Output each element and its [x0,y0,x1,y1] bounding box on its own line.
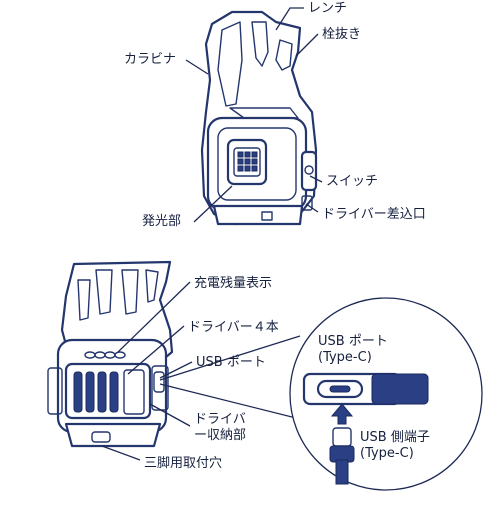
frame-inner [229,107,299,119]
label-charge-indicator: 充電残量表示 [194,276,273,291]
charge-indicator-dots [84,351,126,359]
bottom-device [47,260,174,448]
label-tripod-hole: 三脚用取付穴 [144,456,223,471]
bottom-base [212,204,304,226]
carabiner-slot [217,21,243,107]
side-switch [300,150,318,192]
label-carabiner: カラビナ [124,52,177,67]
label-light: 発光部 [142,214,182,229]
driver-slot [301,195,313,211]
led-grid [237,151,258,172]
tripod-hole [91,431,111,443]
label-usb-port: USB ポート [196,355,266,370]
label-driver-storage: ドライバー収納部 [194,412,247,443]
label-wrench: レンチ [308,1,348,16]
plug-cable [335,459,349,485]
wrench-slot [251,21,269,67]
usb-port-side [153,371,165,393]
callout-port-title: USB ポート (Type-C) [318,334,388,365]
callout-connector-label: USB 側端子 (Type-C) [360,430,430,461]
label-driver-slot: ドライバー差込口 [322,207,426,222]
bottle-opener-notch [275,39,293,71]
bottom-leader-lines [101,281,193,461]
usb-callout [159,297,483,491]
label-switch: スイッチ [326,174,379,189]
light-module-inner [217,127,297,201]
label-bottle-opener: 栓抜き [322,27,362,42]
insert-arrow [330,403,354,425]
light-lens-inner [233,147,261,177]
label-drivers: ドライバー４本 [188,320,279,335]
bottom-base-plate [64,422,162,448]
callout-device-body [371,373,429,405]
top-leader-lines [185,7,323,223]
top-device [200,10,318,226]
driver-bits [73,369,145,415]
